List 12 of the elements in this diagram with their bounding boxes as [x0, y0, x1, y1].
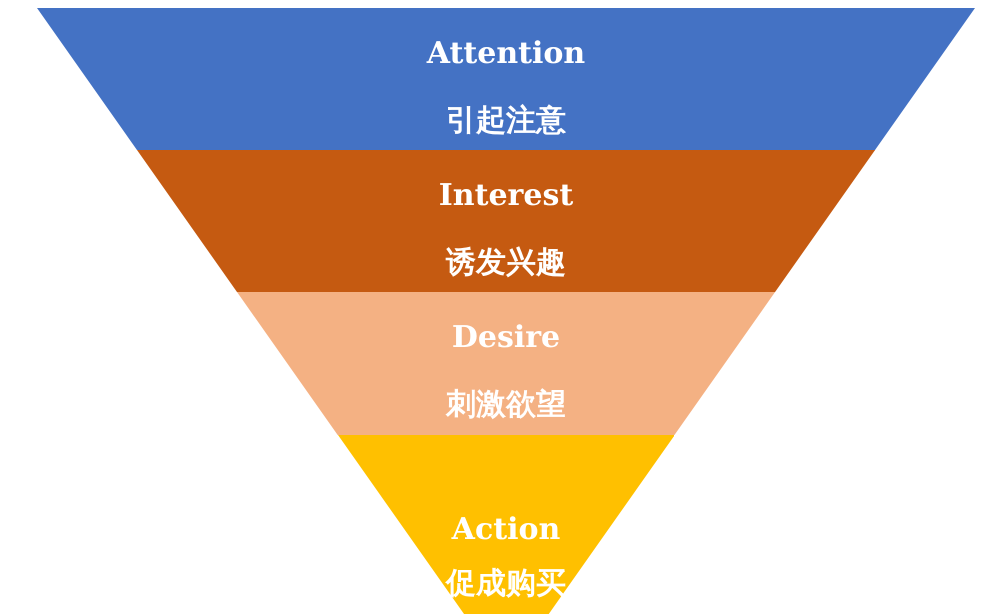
stage-title: Action — [450, 512, 562, 547]
funnel-band — [338, 435, 674, 614]
stage-title: Attention — [426, 36, 586, 71]
funnel-band — [236, 292, 776, 435]
stage-title: Desire — [450, 320, 562, 355]
funnel-band — [37, 8, 975, 150]
stage-subtitle: 促成购买 — [444, 565, 567, 603]
stage-title: Interest — [438, 178, 574, 213]
funnel-band — [136, 150, 876, 292]
stage-subtitle: 刺激欲望 — [444, 386, 567, 424]
stage-subtitle: 引起注意 — [445, 102, 567, 140]
stage-subtitle: 诱发兴趣 — [444, 244, 567, 282]
